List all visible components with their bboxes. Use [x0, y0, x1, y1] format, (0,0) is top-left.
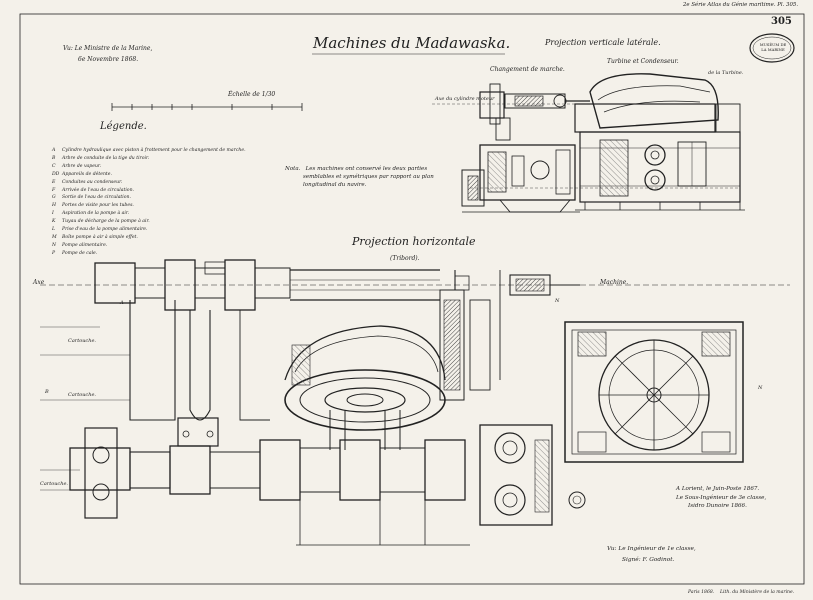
letter-b: B [45, 389, 49, 395]
legend-text: Arbre de conduite de la tige du tiroir. [62, 155, 150, 161]
series-header: 2e Série Atlas du Génie maritime. Pl. 30… [683, 2, 799, 8]
plate-border [19, 13, 805, 585]
letter-a: A [120, 300, 124, 306]
plate-number: 305 [771, 16, 792, 27]
legend-text: Boîte pompe à air à simple effet. [62, 234, 138, 240]
side-elevation-view [432, 73, 745, 213]
crank-label-3: Cartouche. [40, 481, 69, 487]
legend-key: K [52, 219, 56, 225]
legend-key: N [52, 242, 57, 248]
legend-item: B Arbre de conduite de la tige du tiroir. [52, 155, 246, 163]
plan-view-title: Projection horizontale [352, 235, 476, 248]
legend-key: L [52, 227, 56, 233]
legend-item: I Aspiration de la pompe à air. [52, 210, 246, 218]
legend-text: Pompe alimentaire. [62, 242, 108, 248]
legend-key: C [52, 163, 56, 169]
legend-item: L Prise d'eau de la pompe alimentaire. [52, 226, 246, 234]
footer-right: Lith. du Ministère de la marine. [720, 590, 795, 595]
legend-item: M Boîte pompe à air à simple effet. [52, 234, 246, 242]
crank-label-2: Cartouche. [68, 392, 97, 398]
legend-text: Appareils de détente. [62, 171, 112, 177]
legend-list: A Cylindre hydraulique avec piston à frot… [52, 147, 246, 258]
cylinder-axis-label: Axe du cylindre moteur [435, 96, 495, 102]
legend-key: F [52, 187, 56, 193]
legend-text: Arrivée de l'eau de circulation. [62, 187, 134, 193]
legend-text: Arbre de vapeur. [62, 163, 102, 169]
note-line-1: Les machines ont conservé les deux parti… [305, 166, 428, 172]
legend-key: E [52, 179, 56, 185]
legend-key: H [52, 203, 57, 209]
seen-chief: Vu: Le Ingénieur de 1e classe, [607, 546, 696, 552]
signature-line-1: A Lorient, le Juin-Poste 1867. [676, 486, 760, 492]
note-line-3: longitudinal du navire. [303, 182, 367, 188]
legend-text: Portes de visite pour les tubes. [62, 203, 134, 209]
letter-n-right: N [758, 385, 763, 391]
legend-item: N Pompe alimentaire. [52, 242, 246, 250]
note-line-2: semblables et symétriques par rapport au… [303, 174, 434, 180]
legend-text: Cylindre hydraulique avec piston à frott… [62, 148, 246, 153]
axis-label: Axe [33, 279, 45, 286]
stamp-text: MUSÉUM DE LA MARINE [759, 42, 787, 52]
legend-heading: Légende. [100, 121, 147, 132]
page-title: Machines du Madawaska. [313, 34, 511, 52]
legend-item: A Cylindre hydraulique avec piston à frot… [52, 147, 246, 155]
legend-text: Conduites au condenseur. [62, 179, 123, 185]
signature-line-3: Isidro Dunoire 1866. [688, 503, 747, 509]
legend-key: DD [52, 171, 60, 177]
turbine-axis-label: de la Turbine. [708, 70, 744, 76]
signature-line-2: Le Sous-Ingénieur de 3e classe, [676, 494, 767, 501]
machine-label: Machine. [600, 279, 629, 286]
footer-left: Paris 1868. [688, 590, 715, 595]
legend-text: Tuyau de décharge de la pompe à air. [62, 219, 150, 225]
seen-by: Vu: Le Ministre de la Marine, [63, 45, 153, 52]
reversing-gear-label: Changement de marche. [490, 66, 565, 73]
note-block: Nota. Les machines ont conservé les deux… [285, 165, 434, 189]
legend-item: G Sortie de l'eau de circulation. [52, 194, 246, 202]
scale-label: Échelle de 1/30 [228, 91, 276, 98]
legend-key: A [52, 148, 56, 153]
legend-key: P [52, 250, 56, 256]
legend-key: I [52, 211, 54, 217]
seen-date: 6e Novembre 1868. [78, 56, 139, 63]
legend-key: B [52, 155, 56, 161]
legend-text: Aspiration de la pompe à air. [62, 211, 130, 217]
legend-item: C Arbre de vapeur. [52, 163, 246, 171]
legend-key: M [52, 234, 57, 240]
legend-text: Prise d'eau de la pompe alimentaire. [62, 227, 148, 233]
legend-item: F Arrivée de l'eau de circulation. [52, 187, 246, 195]
legend-key: G [52, 195, 56, 201]
legend-text: Pompe de cale. [62, 250, 98, 256]
legend-text: Sortie de l'eau de circulation. [62, 195, 131, 201]
legend-item: E Conduites au condenseur. [52, 179, 246, 187]
plan-view-subtitle: (Tribord). [390, 255, 420, 262]
crank-label-1: Cartouche. [68, 338, 97, 344]
museum-stamp [749, 33, 795, 63]
legend-item: H Portes de visite pour les tubes. [52, 202, 246, 210]
legend-item: K Tuyau de décharge de la pompe à air. [52, 218, 246, 226]
plan-view [40, 259, 790, 546]
signature-block: A Lorient, le Juin-Poste 1867. Le Sous-I… [676, 485, 766, 511]
letter-n-top: N [555, 298, 560, 304]
note-label: Nota. [285, 166, 301, 172]
side-view-title: Projection verticale latérale. [545, 38, 661, 47]
engineer-signature: Signé: F. Godinot. [622, 557, 675, 563]
turbine-label: Turbine et Condenseur. [607, 58, 679, 65]
scale-bar [111, 103, 303, 111]
legend-item: P Pompe de cale. [52, 250, 246, 258]
